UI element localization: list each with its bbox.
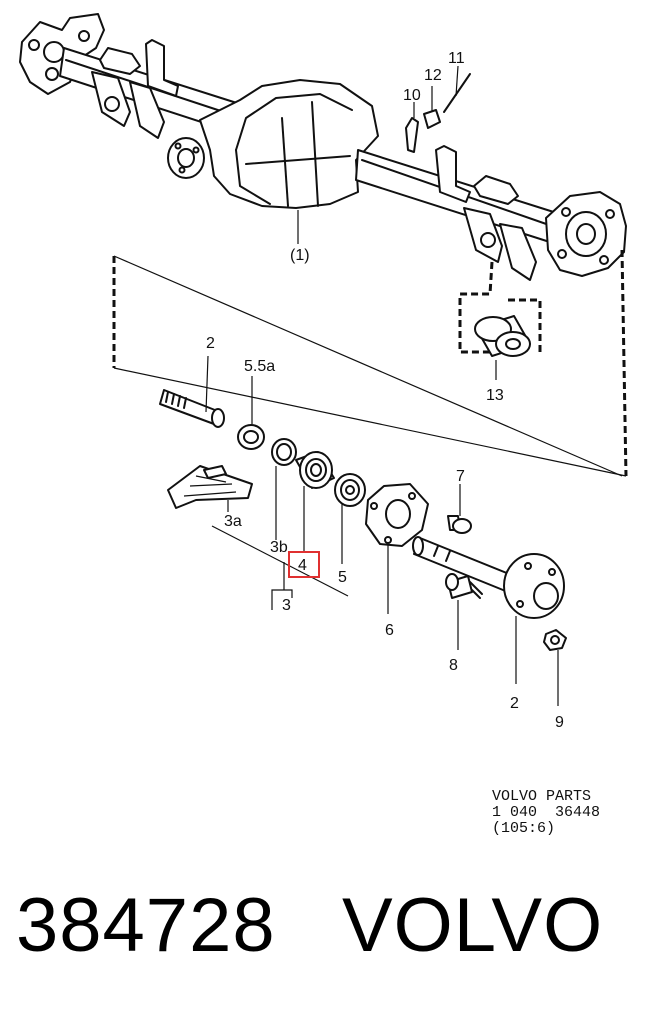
callout-5: 5 (338, 569, 347, 586)
bearing-4 (295, 451, 335, 552)
spacer-ring-3b (271, 438, 297, 540)
callout-11: 11 (448, 50, 465, 67)
drive-shaft-stub (159, 355, 225, 428)
bearing-13 (474, 315, 531, 380)
sealant-tube-3a (167, 465, 253, 512)
bolt-7 (447, 484, 472, 534)
footer-banner (0, 850, 648, 1018)
callout-3: 3 (282, 597, 291, 614)
callout-5-5a: 5.5a (244, 358, 275, 375)
footer-caption: 384728 VOLVO (16, 888, 603, 964)
callout-13: 13 (486, 387, 504, 404)
callout-3a: 3a (224, 513, 242, 530)
callout-3b: 3b (270, 539, 288, 556)
callout-labels: (1) 2 5.5a 13 7 3a 3b 4 5 3 6 8 2 9 10 1… (206, 50, 564, 731)
callout-12: 12 (424, 67, 442, 84)
wheel-stud-8 (445, 573, 483, 650)
callout-10: 10 (403, 87, 421, 104)
brand-name: VOLVO (341, 883, 604, 968)
callout-8: 8 (449, 657, 458, 674)
callout-4: 4 (298, 557, 307, 574)
part-number: 384728 (16, 883, 276, 968)
exploded-view-frame (112, 249, 628, 477)
stamp-line-2: 1 040 36448 (492, 804, 600, 821)
callout-2-axle: 2 (510, 695, 519, 712)
group-3-bracket (211, 525, 349, 610)
exploded-parts-diagram: (1) 2 5.5a 13 7 3a 3b 4 5 3 6 8 2 9 10 1… (19, 13, 628, 837)
stamp-line-1: VOLVO PARTS (492, 788, 591, 805)
callout-1: (1) (290, 247, 310, 264)
retainer-plate-6 (365, 483, 429, 614)
stamp-line-3: (105:6) (492, 820, 555, 837)
callout-2-shaft: 2 (206, 335, 215, 352)
seal-ring-5a (237, 376, 265, 450)
callout-7: 7 (456, 468, 465, 485)
highlighted-callout-box (288, 551, 320, 578)
axle-shaft (412, 536, 565, 684)
parts-catalog-stamp: VOLVO PARTS 1 040 36448 (105:6) (492, 788, 600, 837)
wheel-nut-9 (543, 629, 567, 706)
callout-6: 6 (385, 622, 394, 639)
rear-axle-assembly (19, 13, 627, 281)
callout-9: 9 (555, 714, 564, 731)
oil-seal-5 (334, 473, 366, 564)
